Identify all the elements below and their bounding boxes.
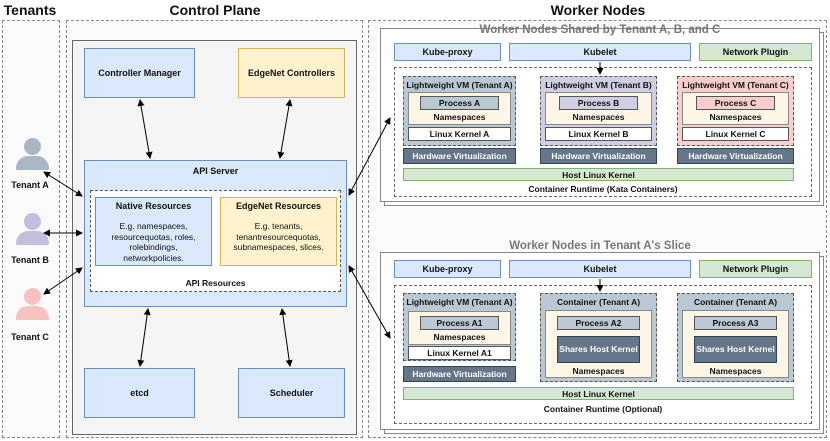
shared-kernel-b: Linux Kernel B: [545, 127, 652, 141]
tenant-c-head: [24, 288, 41, 305]
arrow-api-scheduler: [279, 308, 293, 367]
edgenet-resources-title: EdgeNet Resources: [235, 201, 322, 211]
shared-vm-b-title: Lightweight VM (Tenant B): [545, 80, 652, 90]
native-resources-desc: E.g. namespaces, resourcequotas, roles, …: [111, 221, 196, 263]
shared-kernel-c: Linux Kernel C: [682, 127, 789, 141]
control-plane-title: Control Plane: [169, 2, 261, 18]
arrow-tenant-c-api: [43, 267, 83, 295]
slice-process-a1: Process A1: [420, 316, 499, 330]
slice-vm-a1-title: Lightweight VM (Tenant A): [406, 297, 513, 307]
shared-process-c: Process C: [696, 96, 775, 110]
shared-kubelet-box: Kubelet: [509, 43, 691, 61]
shared-vm-a-namespaces: Namespaces: [433, 112, 486, 122]
slice-host-kernel: Host Linux Kernel: [403, 387, 794, 400]
native-resources-title: Native Resources: [115, 201, 192, 211]
shared-host-kernel: Host Linux Kernel: [403, 168, 794, 181]
arrow-api-slice-workers: [348, 265, 391, 339]
arrow-tenant-a-api: [43, 171, 83, 197]
controller-manager-box: Controller Manager: [84, 48, 195, 98]
shared-network-plugin-box: Network Plugin: [699, 43, 812, 61]
etcd-box: etcd: [84, 368, 195, 418]
slice-process-a2: Process A2: [557, 316, 640, 330]
slice-kernel-a1: Linux Kernel A1: [408, 346, 511, 360]
shared-runtime-label: Container Runtime (Kata Containers): [528, 184, 678, 194]
shared-vm-b-namespaces: Namespaces: [572, 112, 625, 122]
arrow-api-etcd: [137, 308, 151, 367]
tenant-b-person-icon: [14, 213, 52, 253]
tenant-a-label: Tenant A: [11, 180, 49, 190]
tenant-a-head: [24, 138, 41, 155]
arrow-api-shared-workers: [348, 117, 391, 196]
slice-kubelet-box: Kubelet: [509, 260, 691, 278]
shared-hw-virt-c: Hardware Virtualization: [677, 148, 794, 164]
shared-hw-virt-a: Hardware Virtualization: [403, 148, 516, 164]
api-resources-label: API Resources: [185, 278, 246, 288]
api-server-label: API Server: [192, 166, 239, 176]
tenant-a-body: [16, 156, 49, 170]
shared-vm-c-title: Lightweight VM (Tenant C): [682, 80, 789, 90]
slice-shares-kernel-a2: Shares Host Kernel: [557, 336, 640, 363]
shared-kernel-a: Linux Kernel A: [408, 127, 511, 141]
arrow-controller-api: [137, 99, 153, 159]
shared-process-b: Process B: [559, 96, 638, 110]
slice-hw-virt-a1: Hardware Virtualization: [403, 366, 516, 382]
slice-runtime-label: Container Runtime (Optional): [543, 404, 663, 414]
native-resources-box: Native Resources E.g. namespaces, resour…: [95, 197, 212, 266]
worker-slice-title: Worker Nodes in Tenant A's Slice: [509, 240, 691, 252]
tenant-c-body: [16, 306, 49, 320]
worker-nodes-title: Worker Nodes: [550, 2, 646, 18]
tenant-b-head: [24, 213, 41, 230]
shared-hw-virt-b: Hardware Virtualization: [540, 148, 657, 164]
edgenet-resources-desc: E.g. tenants, tenantresourcequotas, subn…: [233, 221, 324, 253]
slice-shares-kernel-a3: Shares Host Kernel: [694, 336, 777, 363]
shared-vm-a-title: Lightweight VM (Tenant A): [406, 80, 513, 90]
slice-kube-proxy-box: Kube-proxy: [394, 260, 501, 278]
tenant-c-person-icon: [14, 288, 52, 328]
shared-process-a: Process A: [420, 96, 499, 110]
worker-shared-title: Worker Nodes Shared by Tenant A, B, and …: [479, 24, 721, 36]
shared-runtime-box: [394, 67, 812, 197]
tenant-b-label: Tenant B: [11, 255, 49, 265]
slice-container-a2-namespaces: Namespaces: [572, 366, 625, 376]
arrow-edgenet-api: [277, 99, 293, 159]
slice-vm-a1-namespaces: Namespaces: [433, 332, 486, 342]
tenant-b-body: [16, 231, 49, 245]
slice-container-a3-namespaces: Namespaces: [709, 366, 762, 376]
slice-container-a3-title: Container (Tenant A): [693, 297, 778, 307]
tenant-c-label: Tenant C: [11, 332, 49, 342]
shared-kube-proxy-box: Kube-proxy: [394, 43, 501, 61]
slice-container-a2-title: Container (Tenant A): [556, 297, 641, 307]
slice-network-plugin-box: Network Plugin: [699, 260, 812, 278]
edgenet-controllers-box: EdgeNet Controllers: [238, 48, 345, 98]
scheduler-box: Scheduler: [238, 368, 345, 418]
edgenet-resources-box: EdgeNet Resources E.g. tenants, tenantre…: [220, 197, 337, 266]
tenants-title: Tenants: [3, 2, 57, 18]
shared-vm-c-namespaces: Namespaces: [709, 112, 762, 122]
tenant-a-person-icon: [14, 138, 52, 178]
slice-process-a3: Process A3: [694, 316, 777, 330]
